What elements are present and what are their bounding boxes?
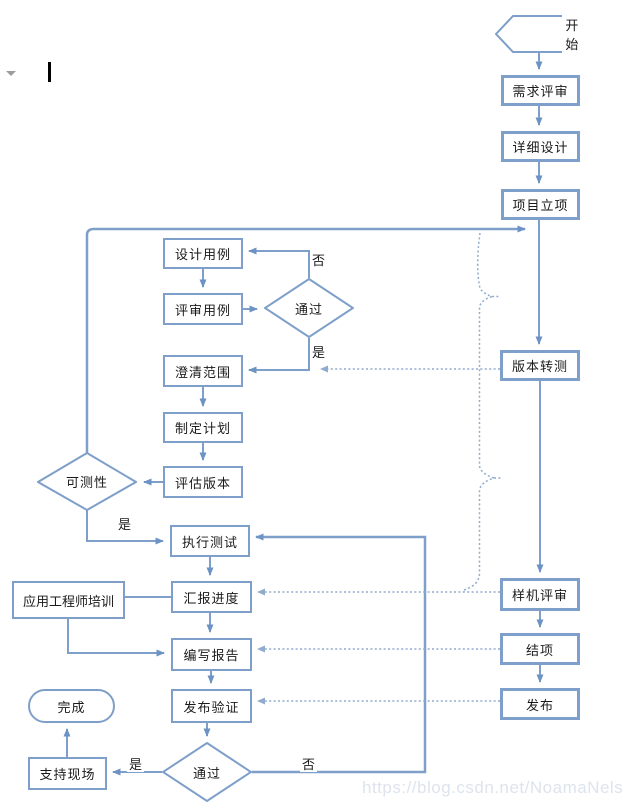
node-label: 发布	[525, 697, 554, 713]
node-label: 样机评审	[511, 588, 568, 603]
edge-label-testability-yes: 是	[116, 517, 134, 532]
autocorrect-arrow-icon	[6, 71, 16, 76]
node-detail-design: 详细设计	[501, 131, 580, 162]
edge-label-pass2-yes: 是	[127, 757, 145, 772]
node-label: 开始	[565, 18, 580, 52]
node-support-site: 支持现场	[28, 757, 107, 790]
node-label: 发布验证	[183, 699, 240, 715]
node-label: 设计用例	[174, 247, 231, 262]
node-label: 汇报进度	[183, 590, 240, 606]
node-label: 详细设计	[512, 140, 569, 155]
node-label: 需求评审	[512, 84, 569, 99]
edge-label-pass2-no: 否	[300, 757, 318, 772]
watermark-url: https://blog.csdn.net/NoamaNelson	[362, 778, 622, 797]
node-label: 通过	[192, 765, 221, 781]
diamond-shape	[37, 452, 137, 511]
edge-pass2-executetest-no	[252, 533, 427, 774]
node-engineer-training: 应用工程师培训	[12, 581, 125, 619]
node-execute-test: 执行测试	[170, 525, 250, 557]
node-start: 开始	[495, 15, 583, 53]
edge-pass1-clarifyscope-yes	[248, 338, 310, 374]
node-review-cases: 评审用例	[163, 293, 243, 325]
node-write-report: 编写报告	[171, 638, 252, 671]
node-label: 可测性	[65, 475, 108, 490]
edge-pass1-designcases-no	[248, 247, 310, 278]
node-label: 项目立项	[512, 198, 569, 213]
node-label: 支持现场	[39, 767, 96, 782]
node-prototype-review: 样机评审	[500, 578, 580, 611]
node-label: 完成	[57, 699, 86, 715]
edge-testability-mainline	[85, 225, 526, 454]
node-label: 评审用例	[174, 302, 231, 318]
node-version-to-test: 版本转测	[500, 350, 580, 381]
node-label: 版本转测	[511, 359, 568, 374]
node-label: 评估版本	[174, 475, 231, 491]
edge-label-pass1-no: 否	[310, 253, 328, 268]
node-clarify-scope: 澄清范围	[163, 355, 243, 387]
node-label: 应用工程师培训	[22, 593, 114, 609]
node-report-progress: 汇报进度	[171, 581, 252, 613]
edge-training-writereport	[67, 619, 165, 657]
edge-label-pass1-yes: 是	[310, 345, 328, 360]
node-release: 发布	[500, 688, 580, 720]
node-label: 结项	[525, 642, 554, 658]
node-label: 制定计划	[174, 421, 231, 436]
node-evaluate-version: 评估版本	[163, 466, 243, 498]
node-pass1-decision: 通过	[264, 278, 354, 338]
node-pass2-decision: 通过	[162, 742, 252, 802]
node-release-verify: 发布验证	[171, 689, 252, 723]
node-make-plan: 制定计划	[163, 412, 243, 443]
node-label: 通过	[294, 301, 323, 317]
node-label: 澄清范围	[174, 364, 231, 380]
text-cursor	[48, 62, 51, 82]
diamond-shape	[162, 742, 252, 802]
node-req-review: 需求评审	[501, 75, 580, 106]
edge-testability-executetest	[86, 510, 164, 545]
node-project-init: 项目立项	[501, 189, 580, 220]
node-testability-decision: 可测性	[37, 452, 137, 511]
node-project-close: 结项	[500, 633, 580, 665]
node-label: 编写报告	[183, 648, 240, 663]
dotted-brace-line	[463, 232, 497, 591]
node-done: 完成	[28, 689, 115, 723]
diamond-shape	[264, 278, 354, 338]
node-design-cases: 设计用例	[163, 238, 243, 269]
node-label: 执行测试	[181, 534, 238, 550]
hexagon-shape	[495, 15, 562, 53]
